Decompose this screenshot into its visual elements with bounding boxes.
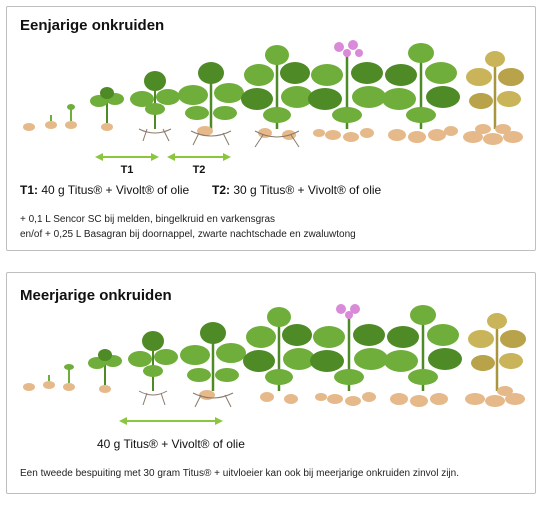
seed-tuber <box>43 381 55 389</box>
t1-arrow-label: T1 <box>121 164 134 176</box>
t2-arrow-label: T2 <box>193 164 206 176</box>
plant-stage-mature <box>382 43 460 143</box>
seed-tuber <box>23 123 35 131</box>
seed-tuber <box>45 121 57 129</box>
t2-dosage-text: 30 g Titus® + Vivolt® of olie <box>230 183 382 197</box>
plant-stage-medium <box>178 62 244 146</box>
growth-stages-illustration <box>23 304 526 425</box>
panel-title: Meerjarige onkruiden <box>20 287 172 304</box>
t1-arrow <box>95 153 159 161</box>
seed-tuber <box>65 121 77 129</box>
plant-stage-large <box>241 45 313 148</box>
note-basagran: en/of + 0,25 L Basagran bij doornappel, … <box>20 229 356 240</box>
note-sencor: + 0,1 L Sencor SC bij melden, bingelkrui… <box>20 214 276 225</box>
footer-note: Een tweede bespuiting met 30 gram Titus®… <box>20 468 459 479</box>
plant-stage-sprout <box>88 349 122 393</box>
t1-dosage-text: 40 g Titus® + Vivolt® of olie <box>38 183 190 197</box>
plant-stage-flowering <box>308 40 386 142</box>
seed-tuber <box>63 383 75 391</box>
plant-stage-young <box>130 71 180 142</box>
plant-stage-young <box>128 331 178 406</box>
panel-title: Eenjarige onkruiden <box>20 17 165 34</box>
plant-stage-large <box>243 307 315 404</box>
plant-stage-senescent <box>463 51 524 145</box>
t1-dosage: T1: 40 g Titus® + Vivolt® of olie <box>20 183 189 197</box>
seed-tuber <box>23 383 35 391</box>
treatment-arrow <box>119 417 223 425</box>
treatment-dosage: 40 g Titus® + Vivolt® of olie <box>97 437 245 451</box>
t2-arrow <box>167 153 231 161</box>
t2-dosage: T2: 30 g Titus® + Vivolt® of olie <box>212 183 381 197</box>
plant-stage-senescent <box>465 313 526 407</box>
t2-dosage-label: T2: <box>212 183 230 197</box>
growth-stages-illustration: T1 T2 <box>23 40 524 176</box>
plant-stage-sprout <box>90 87 124 131</box>
perennial-weeds-panel: Meerjarige onkruiden <box>6 272 536 494</box>
t1-dosage-label: T1: <box>20 183 38 197</box>
annual-weeds-panel: Eenjarige onkruiden <box>6 6 536 251</box>
plant-stage-mature <box>384 305 462 407</box>
plant-stage-medium <box>180 322 246 408</box>
plant-stage-flowering <box>310 304 388 406</box>
